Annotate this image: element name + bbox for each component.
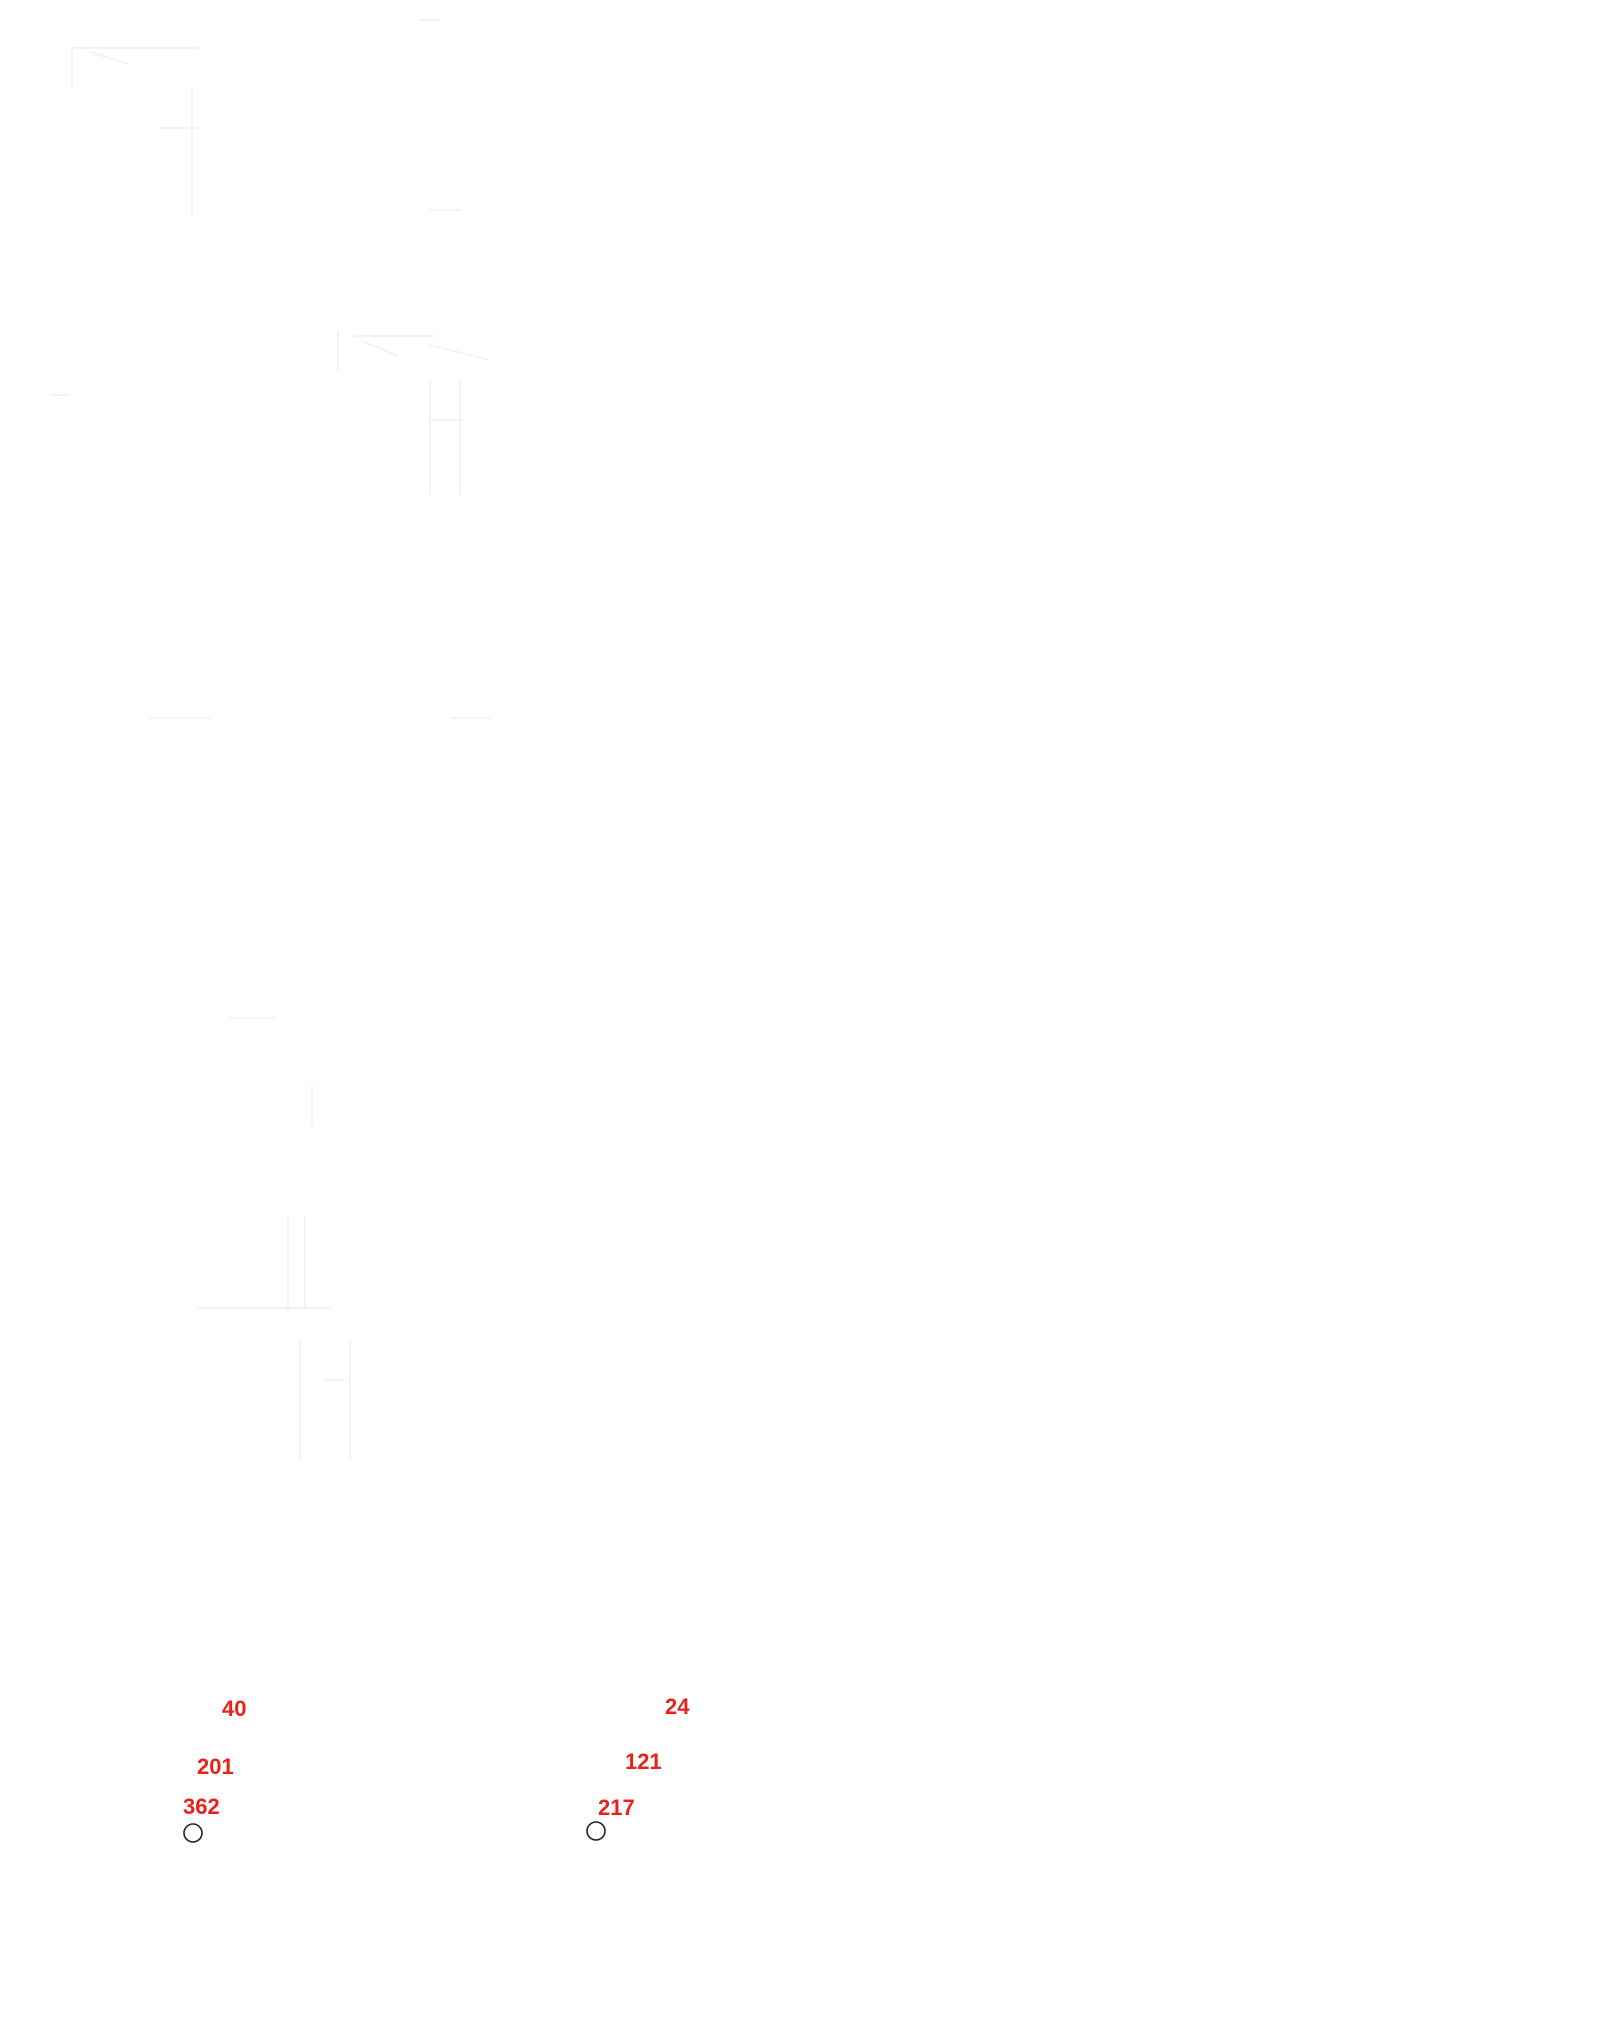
node-label: 217	[598, 1795, 635, 1820]
node-circle	[586, 1821, 606, 1841]
node-label: 121	[625, 1749, 662, 1774]
node-label: 362	[183, 1794, 220, 1819]
faint-stroke	[359, 339, 399, 357]
faint-stroke	[89, 51, 129, 65]
label-group-left: 40 201 362	[183, 1696, 246, 1843]
node-circle	[183, 1823, 203, 1843]
faint-stroke	[429, 344, 491, 361]
faint-sketch	[50, 19, 491, 1460]
node-label: 40	[222, 1696, 246, 1721]
node-label: 24	[665, 1694, 690, 1719]
node-label: 201	[197, 1754, 234, 1779]
label-group-right: 24 121 217	[586, 1694, 690, 1841]
